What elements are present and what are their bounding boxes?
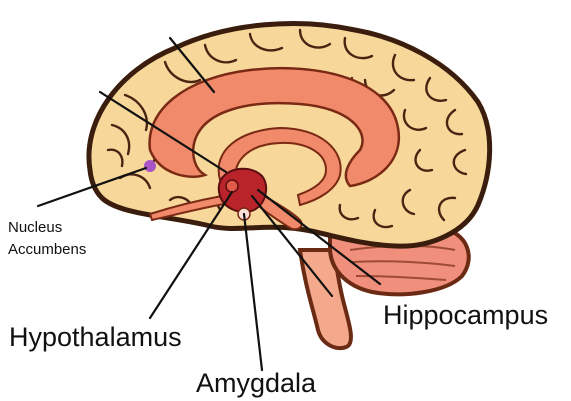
nucleus-accumbens-line2: Accumbens (8, 239, 86, 261)
nucleus-accumbens-line1: Nucleus (8, 217, 86, 239)
mammillary-body (226, 180, 238, 192)
amygdala-label: Amygdala (196, 368, 316, 399)
nucleus-accumbens-label: Nucleus Accumbens (8, 217, 86, 261)
hypothalamus-label: Hypothalamus (9, 322, 182, 353)
leader-line-amygdala (244, 214, 262, 370)
hippocampus-label: Hippocampus (383, 300, 548, 331)
nucleus-accumbens-marker (144, 160, 156, 172)
